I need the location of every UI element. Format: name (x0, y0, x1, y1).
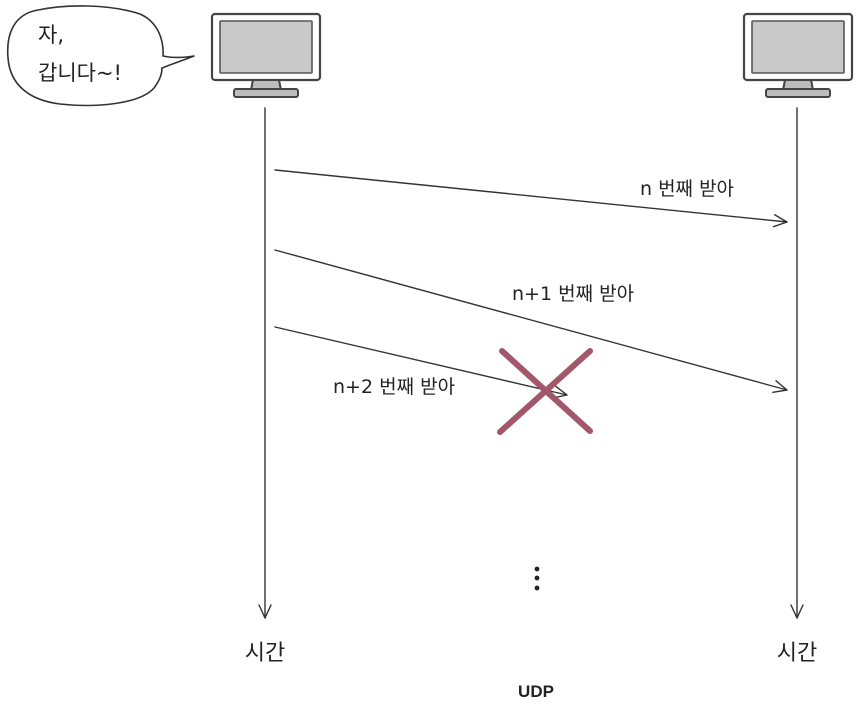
receiver-monitor-icon (742, 12, 854, 98)
packet-n: n 번째 받아 (274, 169, 788, 228)
sender-monitor-icon (210, 12, 322, 98)
speech-line-1: 자, (38, 23, 64, 47)
receiver-time-label: 시간 (777, 641, 817, 666)
sender-time-label: 시간 (245, 641, 285, 666)
packet-loss-x-icon (497, 348, 593, 435)
packet-n-plus-2-arrow (274, 326, 568, 399)
packet-n-plus-1-arrow (274, 249, 788, 394)
packet-n-label: n 번째 받아 (640, 178, 734, 200)
packet-n-arrow (274, 169, 788, 228)
packet-n-plus-2: n+2 번째 받아 (274, 326, 568, 399)
diagram-caption: UDP (518, 682, 554, 701)
packet-n-plus-1: n+1 번째 받아 (274, 249, 788, 394)
speech-line-2: 갑니다~! (38, 61, 122, 85)
packet-n-plus-2-label: n+2 번째 받아 (333, 376, 455, 398)
speech-bubble: 자, 갑니다~! (6, 5, 195, 107)
packet-n-plus-1-label: n+1 번째 받아 (512, 283, 634, 305)
continuation-dots-icon (534, 566, 540, 591)
